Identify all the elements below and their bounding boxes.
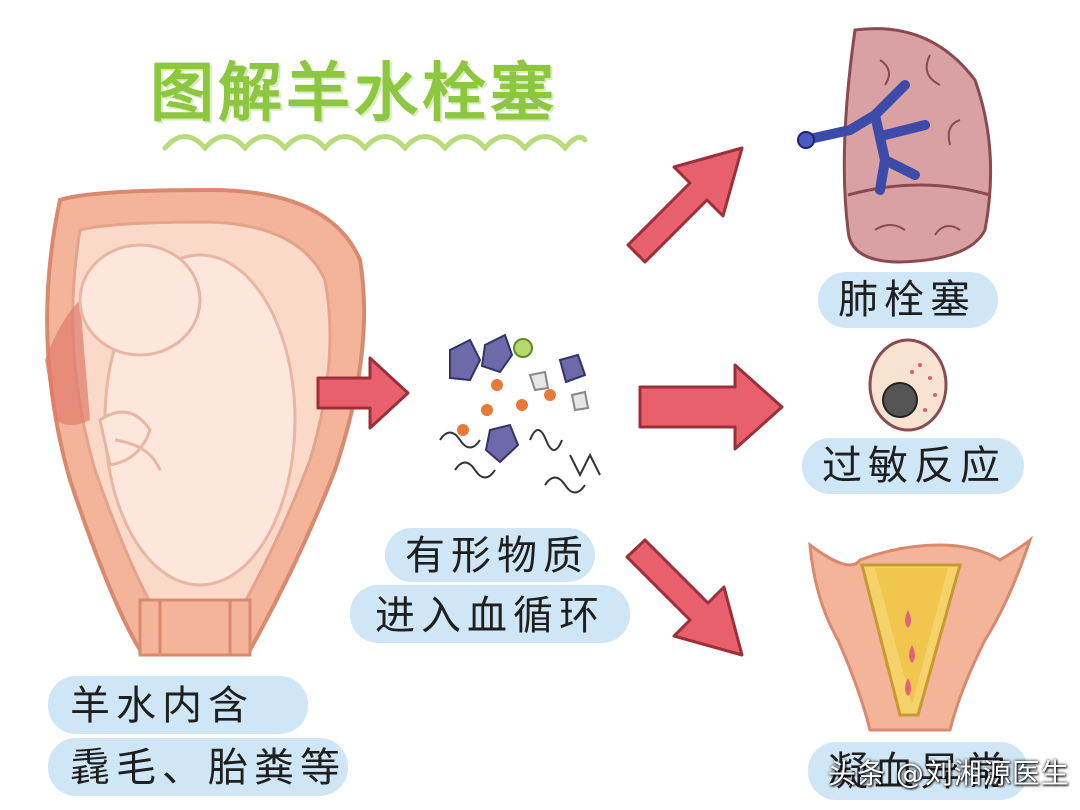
label-pill-coagulation: [808, 742, 1028, 800]
label-particles-line2: 进入血循环: [375, 593, 605, 639]
lung-illustration: [797, 27, 993, 264]
label-pill-particles-2: [350, 585, 630, 643]
uterus-fetus-illustration: [45, 187, 367, 657]
label-pulmonary-embolism: 肺栓塞: [838, 277, 976, 323]
label-pill-amniotic: [48, 676, 308, 734]
arrow-to-allergy: [638, 363, 784, 451]
label-pill-particles: [385, 528, 595, 582]
label-allergic-reaction: 过敏反应: [822, 443, 1006, 489]
title-vine-decoration: [162, 134, 588, 152]
arrow-to-particles: [316, 356, 410, 430]
label-pill-amniotic-2: [48, 738, 348, 796]
uterus-bleeding-illustration: [808, 535, 1034, 732]
label-amniotic-line1: 羊水内含: [70, 683, 254, 729]
arrow-to-lung: [626, 146, 744, 264]
label-pill-allergic: [802, 438, 1024, 494]
label-particles-line1: 有形物质: [405, 533, 589, 579]
diagram-title: 图解羊水栓塞: [150, 57, 558, 131]
watermark: 头条 @刘湘源医生: [828, 757, 1070, 790]
arrow-to-coagulation: [625, 538, 744, 657]
label-amniotic-line2: 毳毛、胎粪等: [70, 745, 346, 791]
label-pill-pulmonary: [818, 272, 998, 328]
label-coagulopathy: 凝血异常: [828, 749, 1012, 795]
allergy-cell-illustration: [868, 338, 948, 432]
particles-cluster-illustration: [439, 333, 601, 494]
